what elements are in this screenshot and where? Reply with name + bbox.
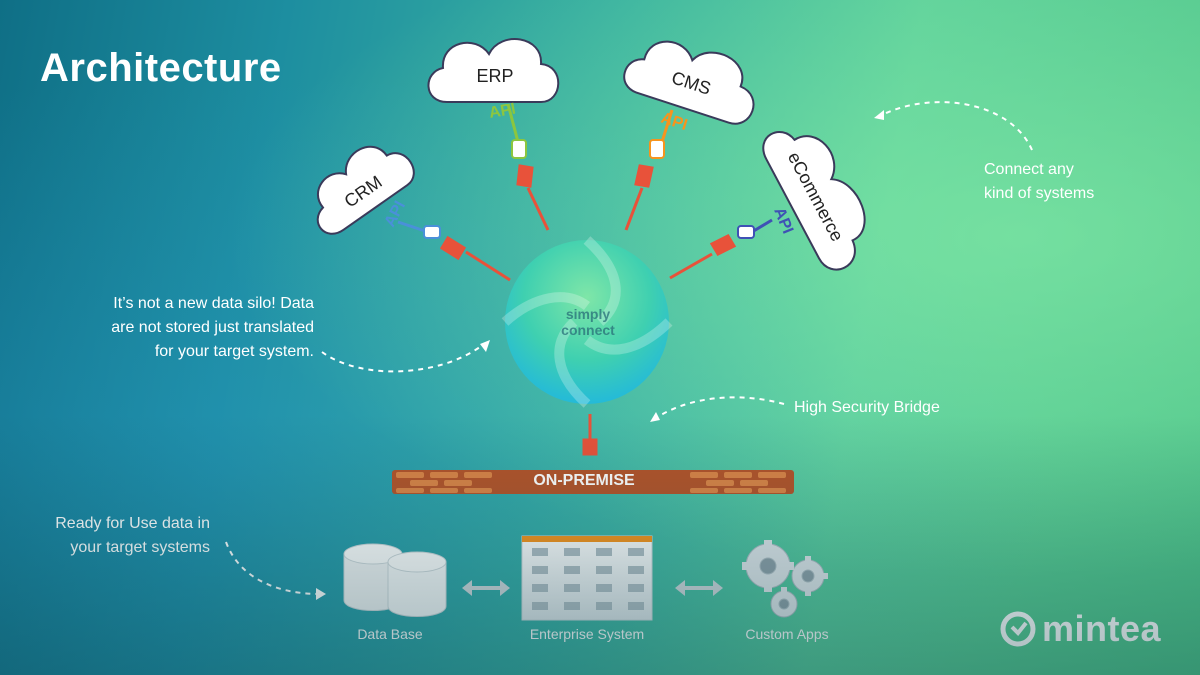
note-data-silo: It’s not a new data silo! Data are not s…	[111, 295, 314, 360]
cloud-ecommerce: eCommerce	[762, 131, 866, 271]
arrow-connect	[879, 101, 1033, 151]
api-connector-cms: API	[649, 109, 690, 159]
database-caption: Data Base	[357, 626, 423, 642]
plug-icon	[634, 164, 654, 188]
logo-text: mintea	[1042, 608, 1162, 649]
api-connector-ecommerce: API	[737, 205, 796, 239]
note-ready-for-use: Ready for Use data in your target system…	[55, 515, 210, 556]
socket-icon	[649, 139, 665, 159]
enterprise-system-icon	[521, 535, 653, 621]
note-security-bridge: High Security Bridge	[794, 399, 940, 416]
database-icon	[343, 543, 447, 617]
plug-icon	[582, 438, 598, 456]
arrow-ready	[225, 541, 321, 595]
enterprise-caption: Enterprise System	[529, 626, 645, 642]
plug-cables	[439, 164, 737, 456]
arrow-heads	[316, 110, 884, 600]
page-title: Architecture	[40, 46, 282, 90]
dashed-arrows	[225, 101, 1033, 595]
socket-icon	[511, 139, 527, 159]
socket-icon	[423, 225, 441, 239]
simply-connect-hub	[501, 236, 673, 408]
on-premise-label: ON-PREMISE	[533, 472, 635, 489]
mintea-logo: mintea	[1000, 608, 1161, 650]
api-label-cms: API	[659, 110, 690, 134]
cloud-label-erp: ERP	[476, 66, 513, 86]
custom-apps-caption: Custom Apps	[745, 626, 829, 642]
plug-icon	[709, 234, 737, 256]
arrow-silo	[321, 343, 485, 373]
arrow-bridge	[655, 396, 785, 419]
bidirectional-arrows	[462, 580, 723, 596]
plug-icon	[439, 235, 467, 261]
mintea-logo-mark	[1000, 611, 1036, 647]
cloud-erp: ERP	[427, 38, 560, 103]
api-connector-crm: API	[382, 198, 441, 239]
cloud-cms: CMS	[623, 40, 755, 125]
note-connect-systems: Connect any kind of systems	[984, 161, 1095, 202]
socket-icon	[737, 225, 755, 239]
gears-icon	[742, 540, 828, 618]
cloud-crm: CRM	[316, 145, 415, 235]
api-connector-erp: API	[488, 101, 527, 159]
on-premise-wall	[392, 470, 794, 494]
hub-label: simply connect	[561, 306, 615, 338]
plug-icon	[516, 164, 534, 188]
